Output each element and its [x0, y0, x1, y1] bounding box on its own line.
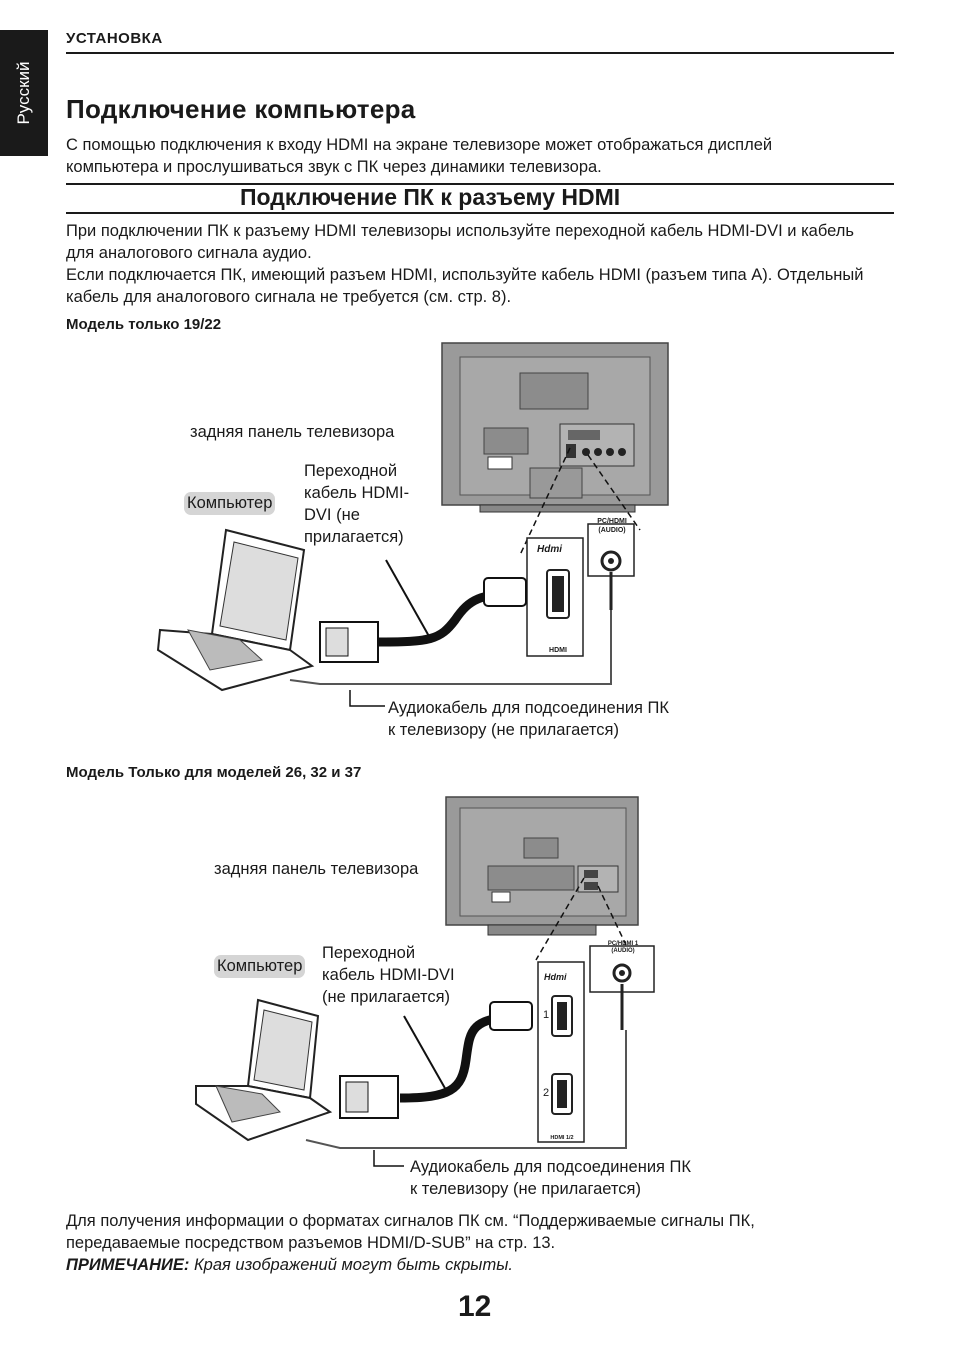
diagram1-cable-label-4: прилагается) — [304, 528, 404, 546]
diagram1-tv-back-label: задняя панель телевизора — [190, 423, 395, 441]
diagram1-cable-label-2: кабель HDMI- — [304, 484, 410, 502]
diagram2-model-label: Модель Только для моделей 26, 32 и 37 — [66, 764, 362, 781]
page-number: 12 — [458, 1290, 492, 1323]
diagram2-cable-label-3: (не прилагается) — [322, 988, 451, 1006]
section-subtitle: Подключение ПК к разъему HDMI — [240, 184, 621, 210]
audio-port-panel — [587, 523, 635, 610]
diagram2-audio-port-label-2: (AUDIO) — [611, 948, 635, 954]
diagram2-port-number-1: 1 — [543, 1009, 550, 1021]
footer-note: ПРИМЕЧАНИЕ: Края изображений могут быть … — [66, 1254, 513, 1276]
diagram1-computer-label: Компьютер — [184, 492, 276, 515]
diagram1-audio-label-2: к телевизору (не прилагается) — [388, 721, 619, 739]
diagram1-cable-label-1: Переходной — [304, 462, 398, 480]
section-header: УСТАНОВКА — [66, 30, 163, 47]
diagram1-cable-label-3: DVI (не — [304, 506, 360, 524]
diagram2-audio-label-2: к телевизору (не прилагается) — [410, 1180, 641, 1198]
header-rule — [66, 52, 894, 54]
note-text: Края изображений могут быть скрыты. — [189, 1256, 513, 1274]
hdmi-dvi-cable — [319, 577, 527, 663]
laptop-icon — [195, 998, 333, 1142]
hdmi-dvi-cable — [339, 1001, 533, 1119]
audio-port-panel — [589, 945, 655, 1030]
body-text-1: При подключении ПК к разъему HDMI телеви… — [66, 222, 854, 262]
diagram1-model-label: Модель только 19/22 — [66, 316, 222, 333]
diagram2-computer-label: Компьютер — [214, 955, 306, 978]
footer-info: Для получения информации о форматах сигн… — [66, 1212, 755, 1252]
hdmi-port-panel — [526, 537, 584, 657]
diagram2-audio-port-label-1: PC/HDMI 1 — [607, 941, 639, 947]
language-tab: Русский — [0, 30, 48, 156]
diagram2-cable-label-2: кабель HDMI-DVI — [322, 966, 455, 984]
diagram1-audio-port-label-1: PC/HDMI — [597, 518, 627, 525]
diagram1-audio-port-label-2: (AUDIO) — [598, 527, 626, 534]
tv-back-icon — [441, 342, 669, 513]
diagram2-hdmi-port-label: HDMI 1/2 — [550, 1135, 574, 1141]
intro-text: С помощью подключения к входу HDMI на эк… — [66, 136, 773, 176]
diagram2-tv-back-label: задняя панель телевизора — [214, 860, 419, 878]
diagram1-audio-label-1: Аудиокабель для подсоединения ПК — [388, 699, 670, 717]
diagram2-port-number-2: 2 — [543, 1087, 550, 1099]
diagram2-audio-label-1: Аудиокабель для подсоединения ПК — [410, 1158, 692, 1176]
hdmi-port-panel — [537, 961, 585, 1143]
diagram1-hdmi-port-label: HDMI — [549, 647, 567, 654]
laptop-icon — [156, 528, 315, 692]
tv-back-icon — [445, 796, 639, 936]
subtitle-rule-top — [66, 183, 894, 185]
note-label: ПРИМЕЧАНИЕ: — [66, 1256, 190, 1274]
subtitle-rule-bottom — [66, 212, 894, 214]
body-text-2: Если подключается ПК, имеющий разъем HDM… — [66, 266, 864, 306]
diagram1-hdmi-logo: Hdmi — [537, 544, 562, 555]
diagram2-cable-label-1: Переходной — [322, 944, 416, 962]
page-title: Подключение компьютера — [66, 94, 416, 124]
diagram2-hdmi-logo: Hdmi — [544, 972, 567, 982]
